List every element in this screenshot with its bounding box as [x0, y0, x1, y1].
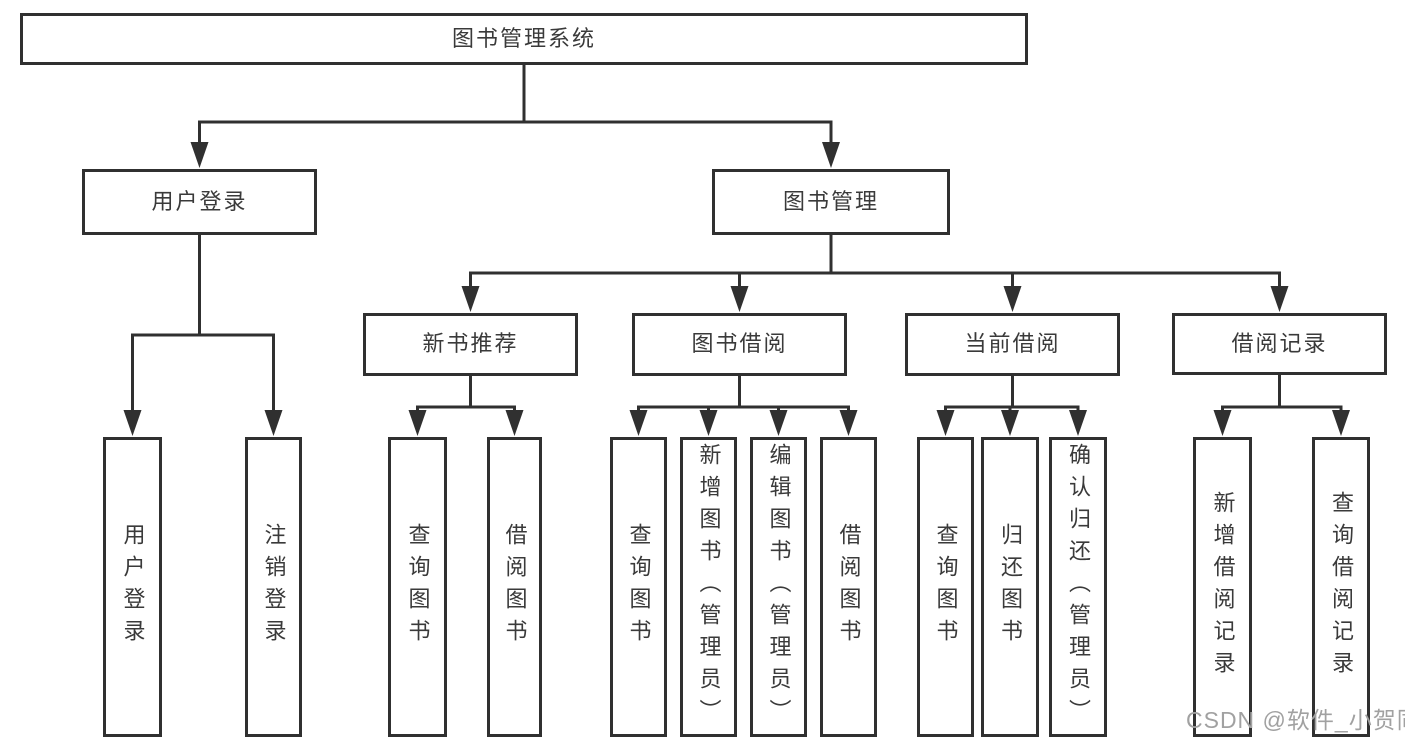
node-label-leaf-query-book-rec: 查询图书 [405, 523, 431, 651]
arrowhead-down-icon [1003, 286, 1022, 312]
node-leaf-borrow-book: 借阅图书 [820, 437, 877, 737]
node-label-user-login: 用户登录 [151, 188, 248, 214]
node-label-leaf-query-borrow-rec: 查询借阅记录 [1329, 491, 1354, 683]
node-label-leaf-edit-book: 编辑图书（管理员） [766, 443, 792, 731]
node-leaf-confirm-return: 确认归还（管理员） [1049, 437, 1107, 737]
node-leaf-user-login: 用户登录 [103, 437, 162, 737]
node-leaf-query-book-borrow: 查询图书 [610, 437, 667, 737]
node-label-leaf-return-book: 归还图书 [998, 523, 1023, 651]
arrowhead-down-icon [936, 410, 955, 436]
node-book-mgmt: 图书管理 [712, 169, 950, 235]
arrowhead-down-icon [1001, 410, 1019, 436]
node-borrow-record: 借阅记录 [1172, 313, 1387, 375]
node-leaf-edit-book: 编辑图书（管理员） [750, 437, 807, 737]
arrowhead-down-icon [264, 410, 283, 436]
node-leaf-logout: 注销登录 [245, 437, 302, 737]
arrowhead-down-icon [1069, 410, 1087, 436]
arrowhead-down-icon [769, 410, 788, 436]
node-root: 图书管理系统 [20, 13, 1028, 65]
node-leaf-query-book-rec: 查询图书 [388, 437, 447, 737]
node-label-leaf-borrow-book: 借阅图书 [836, 523, 862, 651]
node-label-leaf-query-book-current: 查询图书 [933, 523, 959, 651]
node-label-root: 图书管理系统 [451, 25, 596, 51]
node-label-leaf-user-login: 用户登录 [120, 523, 146, 651]
arrowhead-down-icon [730, 286, 749, 312]
arrowhead-down-icon [1332, 410, 1350, 436]
node-label-leaf-borrow-book-rec: 借阅图书 [502, 523, 528, 651]
node-label-book-mgmt: 图书管理 [782, 188, 879, 214]
node-leaf-borrow-book-rec: 借阅图书 [487, 437, 542, 737]
node-leaf-query-book-current: 查询图书 [917, 437, 974, 737]
arrowhead-down-icon [505, 410, 524, 436]
arrowhead-down-icon [629, 410, 648, 436]
node-label-leaf-confirm-return: 确认归还（管理员） [1066, 443, 1091, 731]
node-leaf-return-book: 归还图书 [981, 437, 1039, 737]
node-leaf-query-borrow-rec: 查询借阅记录 [1312, 437, 1370, 737]
watermark-text: CSDN @软件_小贺同学 [1186, 707, 1405, 733]
node-new-book-rec: 新书推荐 [363, 313, 578, 376]
node-label-current-borrow: 当前借阅 [964, 331, 1061, 357]
arrowhead-down-icon [190, 142, 209, 168]
node-label-leaf-query-book-borrow: 查询图书 [626, 523, 652, 651]
arrowhead-down-icon [822, 142, 840, 168]
arrowhead-down-icon [123, 410, 142, 436]
node-label-leaf-add-borrow-rec: 新增借阅记录 [1210, 491, 1236, 683]
node-label-book-borrow: 图书借阅 [691, 331, 788, 357]
arrowhead-down-icon [1270, 286, 1289, 312]
arrowhead-down-icon [839, 410, 858, 436]
node-user-login: 用户登录 [82, 169, 317, 235]
node-current-borrow: 当前借阅 [905, 313, 1120, 376]
arrowhead-down-icon [408, 410, 427, 436]
node-book-borrow: 图书借阅 [632, 313, 847, 376]
node-leaf-add-book: 新增图书（管理员） [680, 437, 737, 737]
arrowhead-down-icon [699, 410, 718, 436]
node-label-leaf-logout: 注销登录 [261, 523, 287, 651]
node-label-leaf-add-book: 新增图书（管理员） [696, 443, 722, 731]
node-leaf-add-borrow-rec: 新增借阅记录 [1193, 437, 1252, 737]
node-label-borrow-record: 借阅记录 [1231, 330, 1328, 356]
arrowhead-down-icon [461, 286, 480, 312]
arrowhead-down-icon [1213, 410, 1232, 436]
node-label-new-book-rec: 新书推荐 [422, 331, 519, 357]
